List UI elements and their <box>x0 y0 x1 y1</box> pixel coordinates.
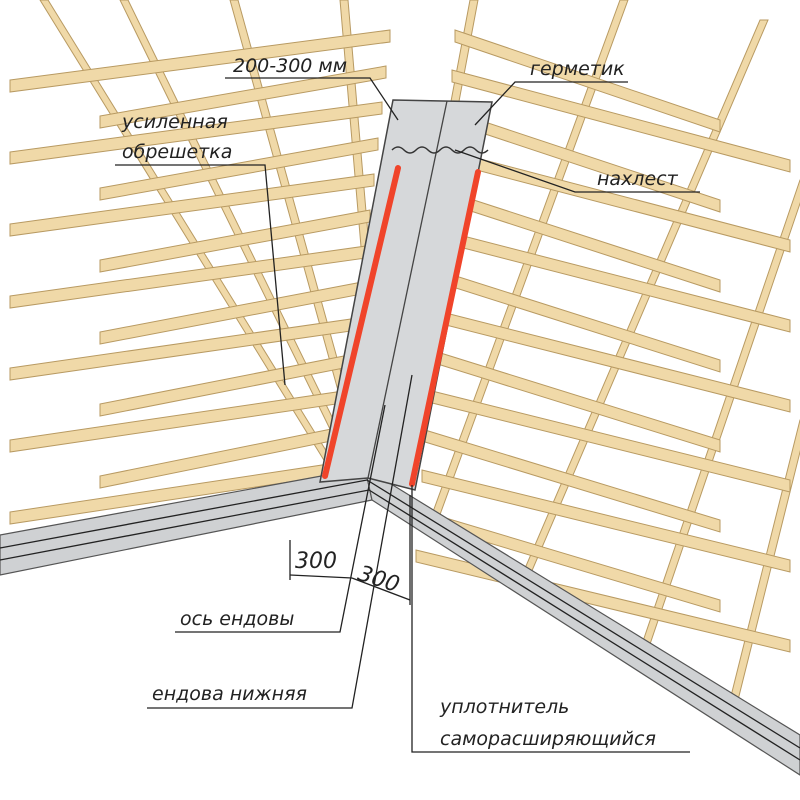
lower-valley-label: ендова нижняя <box>152 683 307 705</box>
dim-right-label: 300 <box>355 561 403 598</box>
seal-strip-left <box>322 165 401 479</box>
valley-fold <box>367 100 448 479</box>
seal-label-1: уплотнитель <box>439 696 569 718</box>
battens <box>9 29 791 653</box>
overlap-wave <box>391 146 489 154</box>
batten-right <box>454 29 721 133</box>
sealant-label: герметик <box>530 58 625 80</box>
batten-left <box>9 173 375 237</box>
batten-left <box>99 65 387 129</box>
batten-right <box>421 469 791 573</box>
batten-left <box>99 137 379 201</box>
seal-label-2: саморасширяющийся <box>440 728 656 750</box>
dim-left-label: 300 <box>295 549 337 574</box>
valley-axis-label: ось ендовы <box>180 608 294 630</box>
reinforced-lathing-label-1: усиленная <box>121 111 228 133</box>
batten-right <box>439 229 791 333</box>
seal-strip-right <box>409 169 481 487</box>
batten-left <box>9 29 391 93</box>
batten-right <box>451 69 791 173</box>
reinforced-lathing-label-2: обрешетка <box>122 141 232 163</box>
batten-left <box>9 101 383 165</box>
overlap-label: нахлест <box>597 168 679 190</box>
right-eave-fascia <box>364 466 800 776</box>
width-range-label: 200-300 мм <box>233 55 347 77</box>
